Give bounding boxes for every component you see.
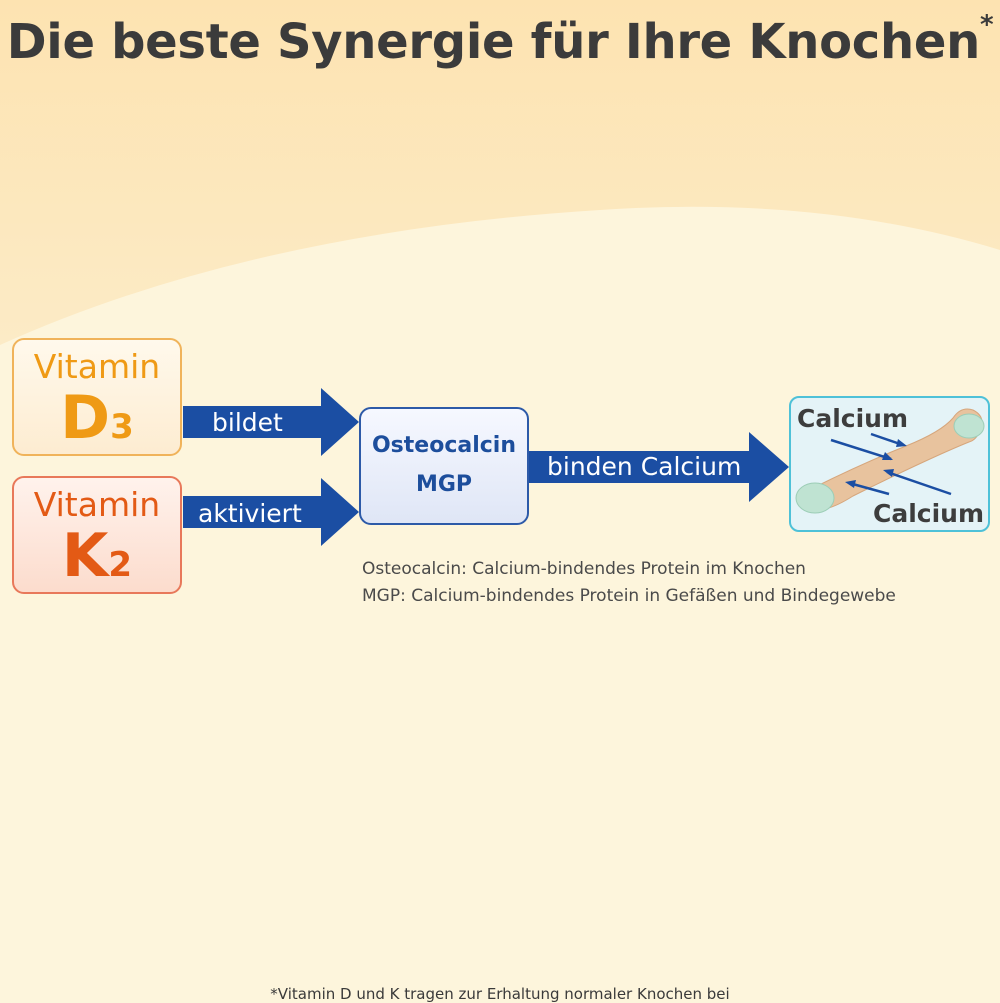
vitamin-k2-symbol: K2: [61, 521, 133, 591]
aktiviert-arrow: [183, 478, 359, 546]
binden-calcium-arrow: [529, 432, 789, 502]
vitamin-d3-box: Vitamin D3: [12, 338, 182, 456]
bildet-arrow: [183, 388, 359, 456]
aktiviert-label: aktiviert: [198, 499, 302, 528]
bone-icon: [795, 408, 985, 514]
calcium-label-bottom: Calcium: [873, 499, 985, 528]
binden-calcium-label: binden Calcium: [547, 452, 742, 481]
osteocalcin-label: Osteocalcin: [371, 433, 517, 458]
calcium-label-top: Calcium: [797, 404, 909, 433]
osteocalcin-note: Osteocalcin: Calcium-bindendes Protein i…: [362, 559, 806, 579]
vitamin-d3-symbol: D3: [60, 383, 134, 453]
page-title: Die beste Synergie für Ihre Knochen*: [6, 10, 994, 70]
vitamin-k2-box: Vitamin K2: [12, 476, 182, 594]
vitamin-k2-name: Vitamin: [33, 485, 161, 524]
mgp-label: MGP: [415, 472, 473, 497]
vitamin-d3-name: Vitamin: [33, 347, 161, 386]
footnote: *Vitamin D und K tragen zur Erhaltung no…: [270, 985, 730, 1003]
bone-illustration-box: Calcium Calcium: [789, 396, 990, 532]
osteocalcin-mgp-box: Osteocalcin MGP: [359, 407, 529, 525]
bildet-label: bildet: [212, 408, 283, 437]
mgp-note: MGP: Calcium-bindendes Protein in Gefäße…: [362, 586, 896, 606]
